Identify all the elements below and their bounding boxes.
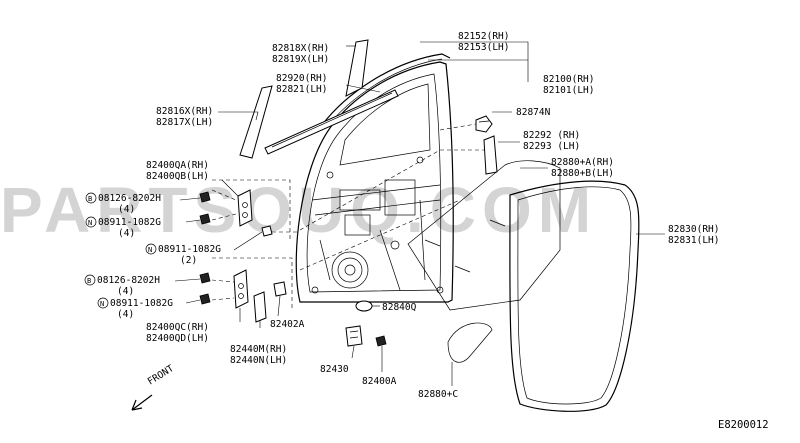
screw-82400a[interactable] <box>375 335 387 347</box>
sash-trim-front[interactable] <box>239 85 273 159</box>
upper-hinge-nut-2[interactable] <box>261 225 273 237</box>
svg-text:B: B <box>87 277 91 285</box>
nut-ref-lower: N 08911-1082G (4) <box>97 297 173 320</box>
label-82821: 82821(LH) <box>276 84 327 95</box>
svg-text:08911-1082G: 08911-1082G <box>110 298 173 309</box>
striker-bolt-82402a[interactable] <box>273 281 287 297</box>
leader-lines <box>174 41 665 386</box>
label-82293: 82293 (LH) <box>523 141 580 152</box>
svg-text:N: N <box>148 246 152 254</box>
svg-text:(4): (4) <box>117 309 134 320</box>
svg-text:B: B <box>88 195 92 203</box>
svg-text:08911-1082G: 08911-1082G <box>158 244 221 255</box>
weatherstrip[interactable] <box>509 180 640 412</box>
screen-sealing[interactable] <box>407 160 561 311</box>
label-82152: 82152(RH) <box>458 31 509 42</box>
label-82440n: 82440N(LH) <box>230 355 287 366</box>
finisher-82292[interactable] <box>483 135 498 175</box>
label-82430: 82430 <box>320 364 349 375</box>
label-82880a: 82880+A(RH) <box>551 157 614 168</box>
upper-hinge[interactable] <box>237 189 253 227</box>
svg-text:N: N <box>100 300 104 308</box>
label-82840q: 82840Q <box>382 302 417 313</box>
door-lock-82430[interactable] <box>345 325 363 347</box>
label-82818x: 82818X(RH) <box>272 43 329 54</box>
sash-trim-upper[interactable] <box>345 39 369 97</box>
front-arrow: FRONT <box>131 363 176 411</box>
label-82880c: 82880+C <box>418 389 458 400</box>
bolt-ref-upper: B 08126-8202H (4) <box>85 192 161 215</box>
label-82101: 82101(LH) <box>543 85 594 96</box>
label-82874n: 82874N <box>516 107 551 118</box>
grommet-82840q[interactable] <box>355 300 373 312</box>
nut-ref-upper-2: N 08911-1082G (2) <box>145 243 221 266</box>
door-check-link[interactable] <box>253 291 267 323</box>
svg-text:(4): (4) <box>117 286 134 297</box>
lower-hinge-bolt[interactable] <box>199 272 211 284</box>
label-82400qc: 82400QC(RH) <box>146 322 209 333</box>
label-82816x: 82816X(RH) <box>156 106 213 117</box>
svg-text:(4): (4) <box>118 228 135 239</box>
svg-text:08126-8202H: 08126-8202H <box>97 275 160 286</box>
upper-hinge-bolt[interactable] <box>199 191 211 203</box>
outer-moulding[interactable] <box>264 89 399 155</box>
svg-text:(4): (4) <box>118 204 135 215</box>
label-82400qb: 82400QB(LH) <box>146 171 209 182</box>
lower-hinge[interactable] <box>233 269 249 309</box>
label-82831: 82831(LH) <box>668 235 719 246</box>
svg-text:(2): (2) <box>180 255 197 266</box>
label-82920: 82920(RH) <box>276 73 327 84</box>
door-panel[interactable] <box>295 61 454 303</box>
label-82400qa: 82400QA(RH) <box>146 160 209 171</box>
label-82830: 82830(RH) <box>668 224 719 235</box>
diagram-code: E8200012 <box>718 419 769 431</box>
label-82817x: 82817X(LH) <box>156 117 213 128</box>
front-label: FRONT <box>146 363 176 388</box>
nut-ref-upper: N 08911-1082G (4) <box>85 216 161 239</box>
svg-text:08911-1082G: 08911-1082G <box>98 217 161 228</box>
label-82400a: 82400A <box>362 376 397 387</box>
label-82402a: 82402A <box>270 319 305 330</box>
label-82400qd: 82400QD(LH) <box>146 333 209 344</box>
upper-hinge-nut[interactable] <box>199 213 211 225</box>
svg-text:08126-8202H: 08126-8202H <box>98 193 161 204</box>
lower-hinge-nut[interactable] <box>199 293 211 305</box>
watermark: PARTSOUQ.COM <box>0 174 597 246</box>
label-82153: 82153(LH) <box>458 42 509 53</box>
bolt-ref-lower: B 08126-8202H (4) <box>84 274 160 297</box>
label-82292: 82292 (RH) <box>523 130 580 141</box>
label-82440m: 82440M(RH) <box>230 344 287 355</box>
cap-82880c[interactable] <box>447 322 493 363</box>
clip-82874n[interactable] <box>475 115 493 133</box>
label-82880b: 82880+B(LH) <box>551 168 614 179</box>
label-82100: 82100(RH) <box>543 74 594 85</box>
svg-text:N: N <box>88 219 92 227</box>
label-82819x: 82819X(LH) <box>272 54 329 65</box>
